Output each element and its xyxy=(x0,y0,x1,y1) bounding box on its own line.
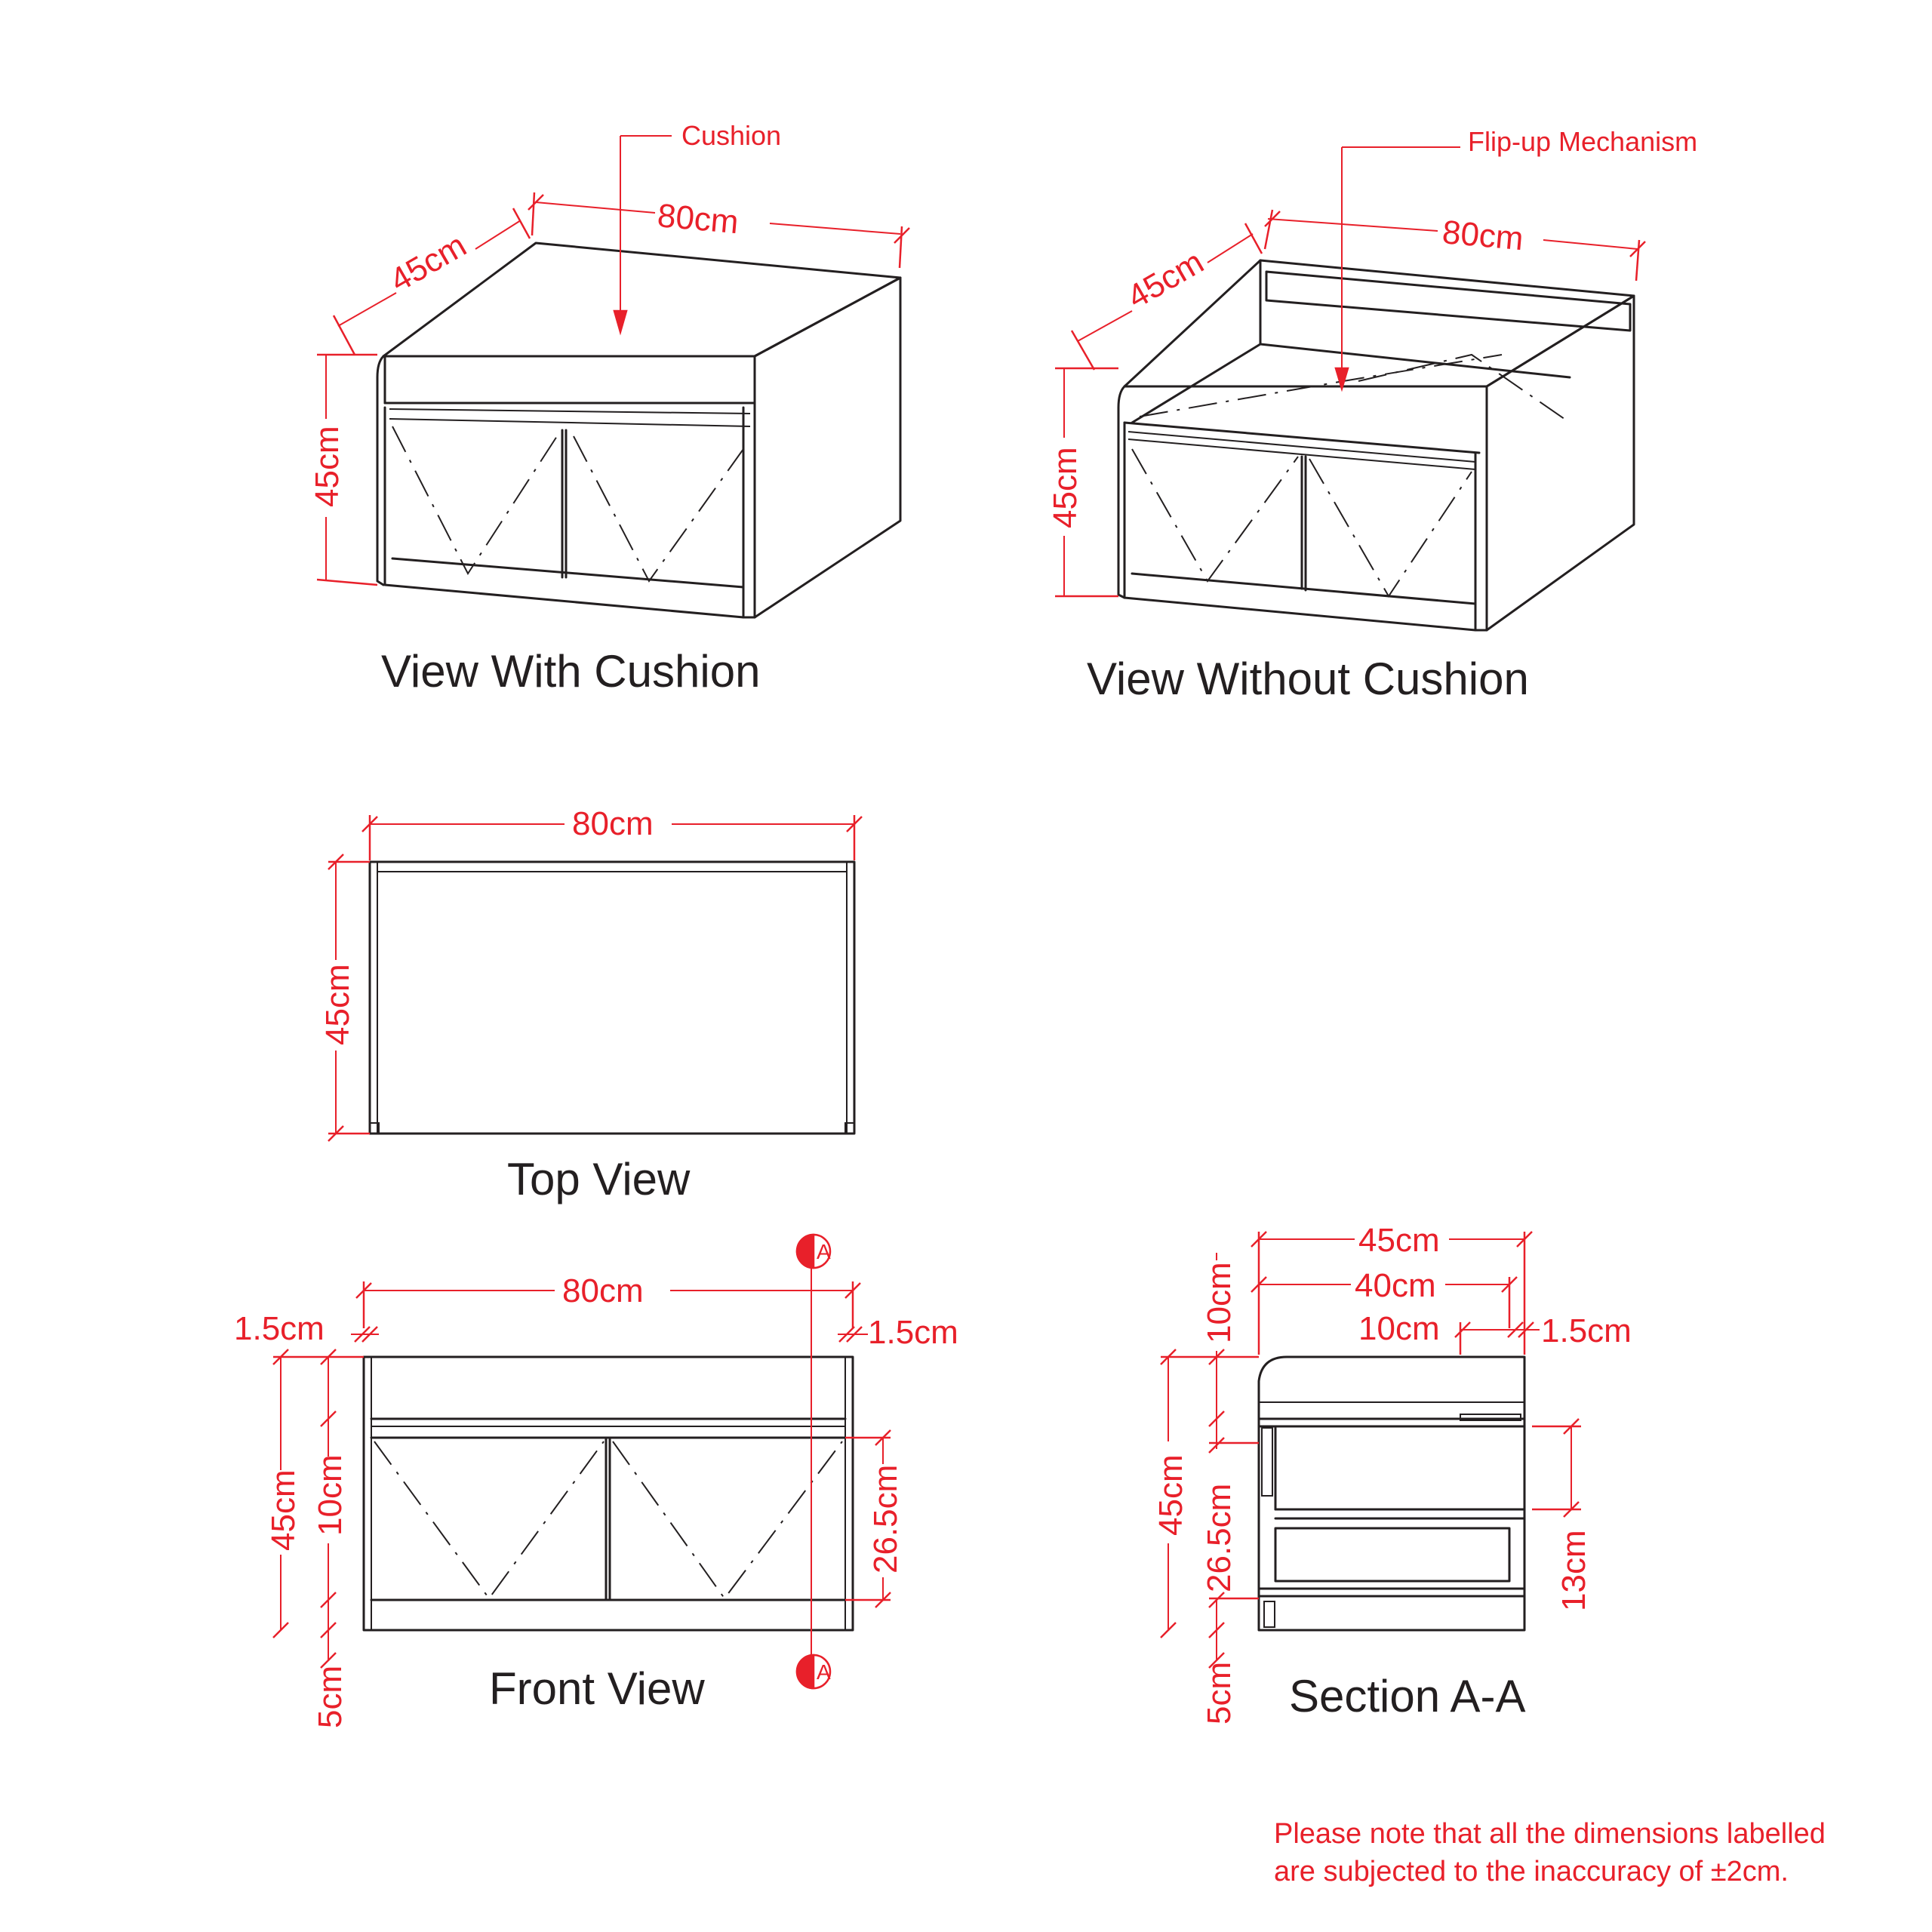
dim-height-label: 45cm xyxy=(265,1469,302,1551)
top-view: 80cm 45cm Top View xyxy=(319,805,863,1204)
disclaimer-note: Please note that all the dimensions labe… xyxy=(1274,1818,1826,1887)
view-title: Section A-A xyxy=(1289,1671,1526,1721)
section-a-a: 45cm 40cm 10cm 1.5cm 10cm 45cm 26.5cm 5c… xyxy=(1152,1222,1632,1724)
dim-side-right-label: 1.5cm xyxy=(868,1314,958,1351)
dim-depth-label: 45cm xyxy=(384,226,473,299)
dim-side-left-label: 1.5cm xyxy=(234,1310,325,1347)
view-with-cushion: Cushion 80cm 45cm 45cm View With Cushion xyxy=(309,120,910,697)
dim-depth-label: 45cm xyxy=(1358,1222,1440,1259)
dim-depth-label: 45cm xyxy=(319,964,356,1045)
view-without-cushion: Flip-up Mechanism 80cm 45cm 45cm View Wi… xyxy=(1047,126,1697,704)
dim-door-label: 26.5cm xyxy=(1201,1484,1238,1592)
note-line-1: Please note that all the dimensions labe… xyxy=(1274,1818,1826,1850)
dimension-lines xyxy=(272,1281,891,1669)
dim-lip-label: 10cm xyxy=(1358,1310,1440,1347)
dim-bottom-label: 5cm xyxy=(312,1666,349,1728)
furniture-outline xyxy=(376,242,902,619)
dim-bottom-label: 5cm xyxy=(1201,1662,1238,1724)
dim-width-label: 80cm xyxy=(1441,214,1524,257)
dim-height-label: 45cm xyxy=(1152,1454,1189,1536)
dim-top-label: 10cm xyxy=(1201,1262,1238,1343)
dimension-lines xyxy=(316,135,910,586)
section-cut-line: A A xyxy=(795,1233,832,1690)
cushion-callout: Cushion xyxy=(681,120,781,151)
section-marker-top: A xyxy=(817,1240,831,1263)
dim-width-label: 80cm xyxy=(562,1272,644,1309)
dimension-lines xyxy=(1160,1231,1581,1669)
dim-shelf-label: 13cm xyxy=(1555,1530,1592,1611)
view-title: View With Cushion xyxy=(381,646,760,697)
front-view: A A xyxy=(234,1233,958,1728)
furniture-outline xyxy=(1257,1355,1526,1632)
view-title: Front View xyxy=(489,1663,705,1714)
furniture-outline xyxy=(368,860,856,1135)
flip-up-callout: Flip-up Mechanism xyxy=(1468,126,1697,157)
dim-top-label: 10cm xyxy=(312,1454,349,1536)
furniture-outline xyxy=(362,1355,854,1632)
dim-width-label: 80cm xyxy=(656,197,740,241)
furniture-outline xyxy=(1117,259,1635,632)
dim-height-label: 45cm xyxy=(1047,447,1084,528)
dim-height-label: 45cm xyxy=(309,426,346,507)
dim-panel-label: 1.5cm xyxy=(1541,1312,1632,1349)
note-line-2: are subjected to the inaccuracy of ±2cm. xyxy=(1274,1856,1789,1887)
dim-door-label: 26.5cm xyxy=(867,1465,904,1574)
dimension-lines xyxy=(328,815,863,1142)
view-title: Top View xyxy=(507,1154,691,1204)
dimension-lines xyxy=(1055,146,1646,598)
view-title: View Without Cushion xyxy=(1087,654,1529,704)
dim-depth-label: 45cm xyxy=(1121,243,1211,315)
section-marker-bottom: A xyxy=(817,1660,831,1684)
dim-inner-label: 40cm xyxy=(1355,1267,1436,1304)
dim-width-label: 80cm xyxy=(572,805,654,842)
